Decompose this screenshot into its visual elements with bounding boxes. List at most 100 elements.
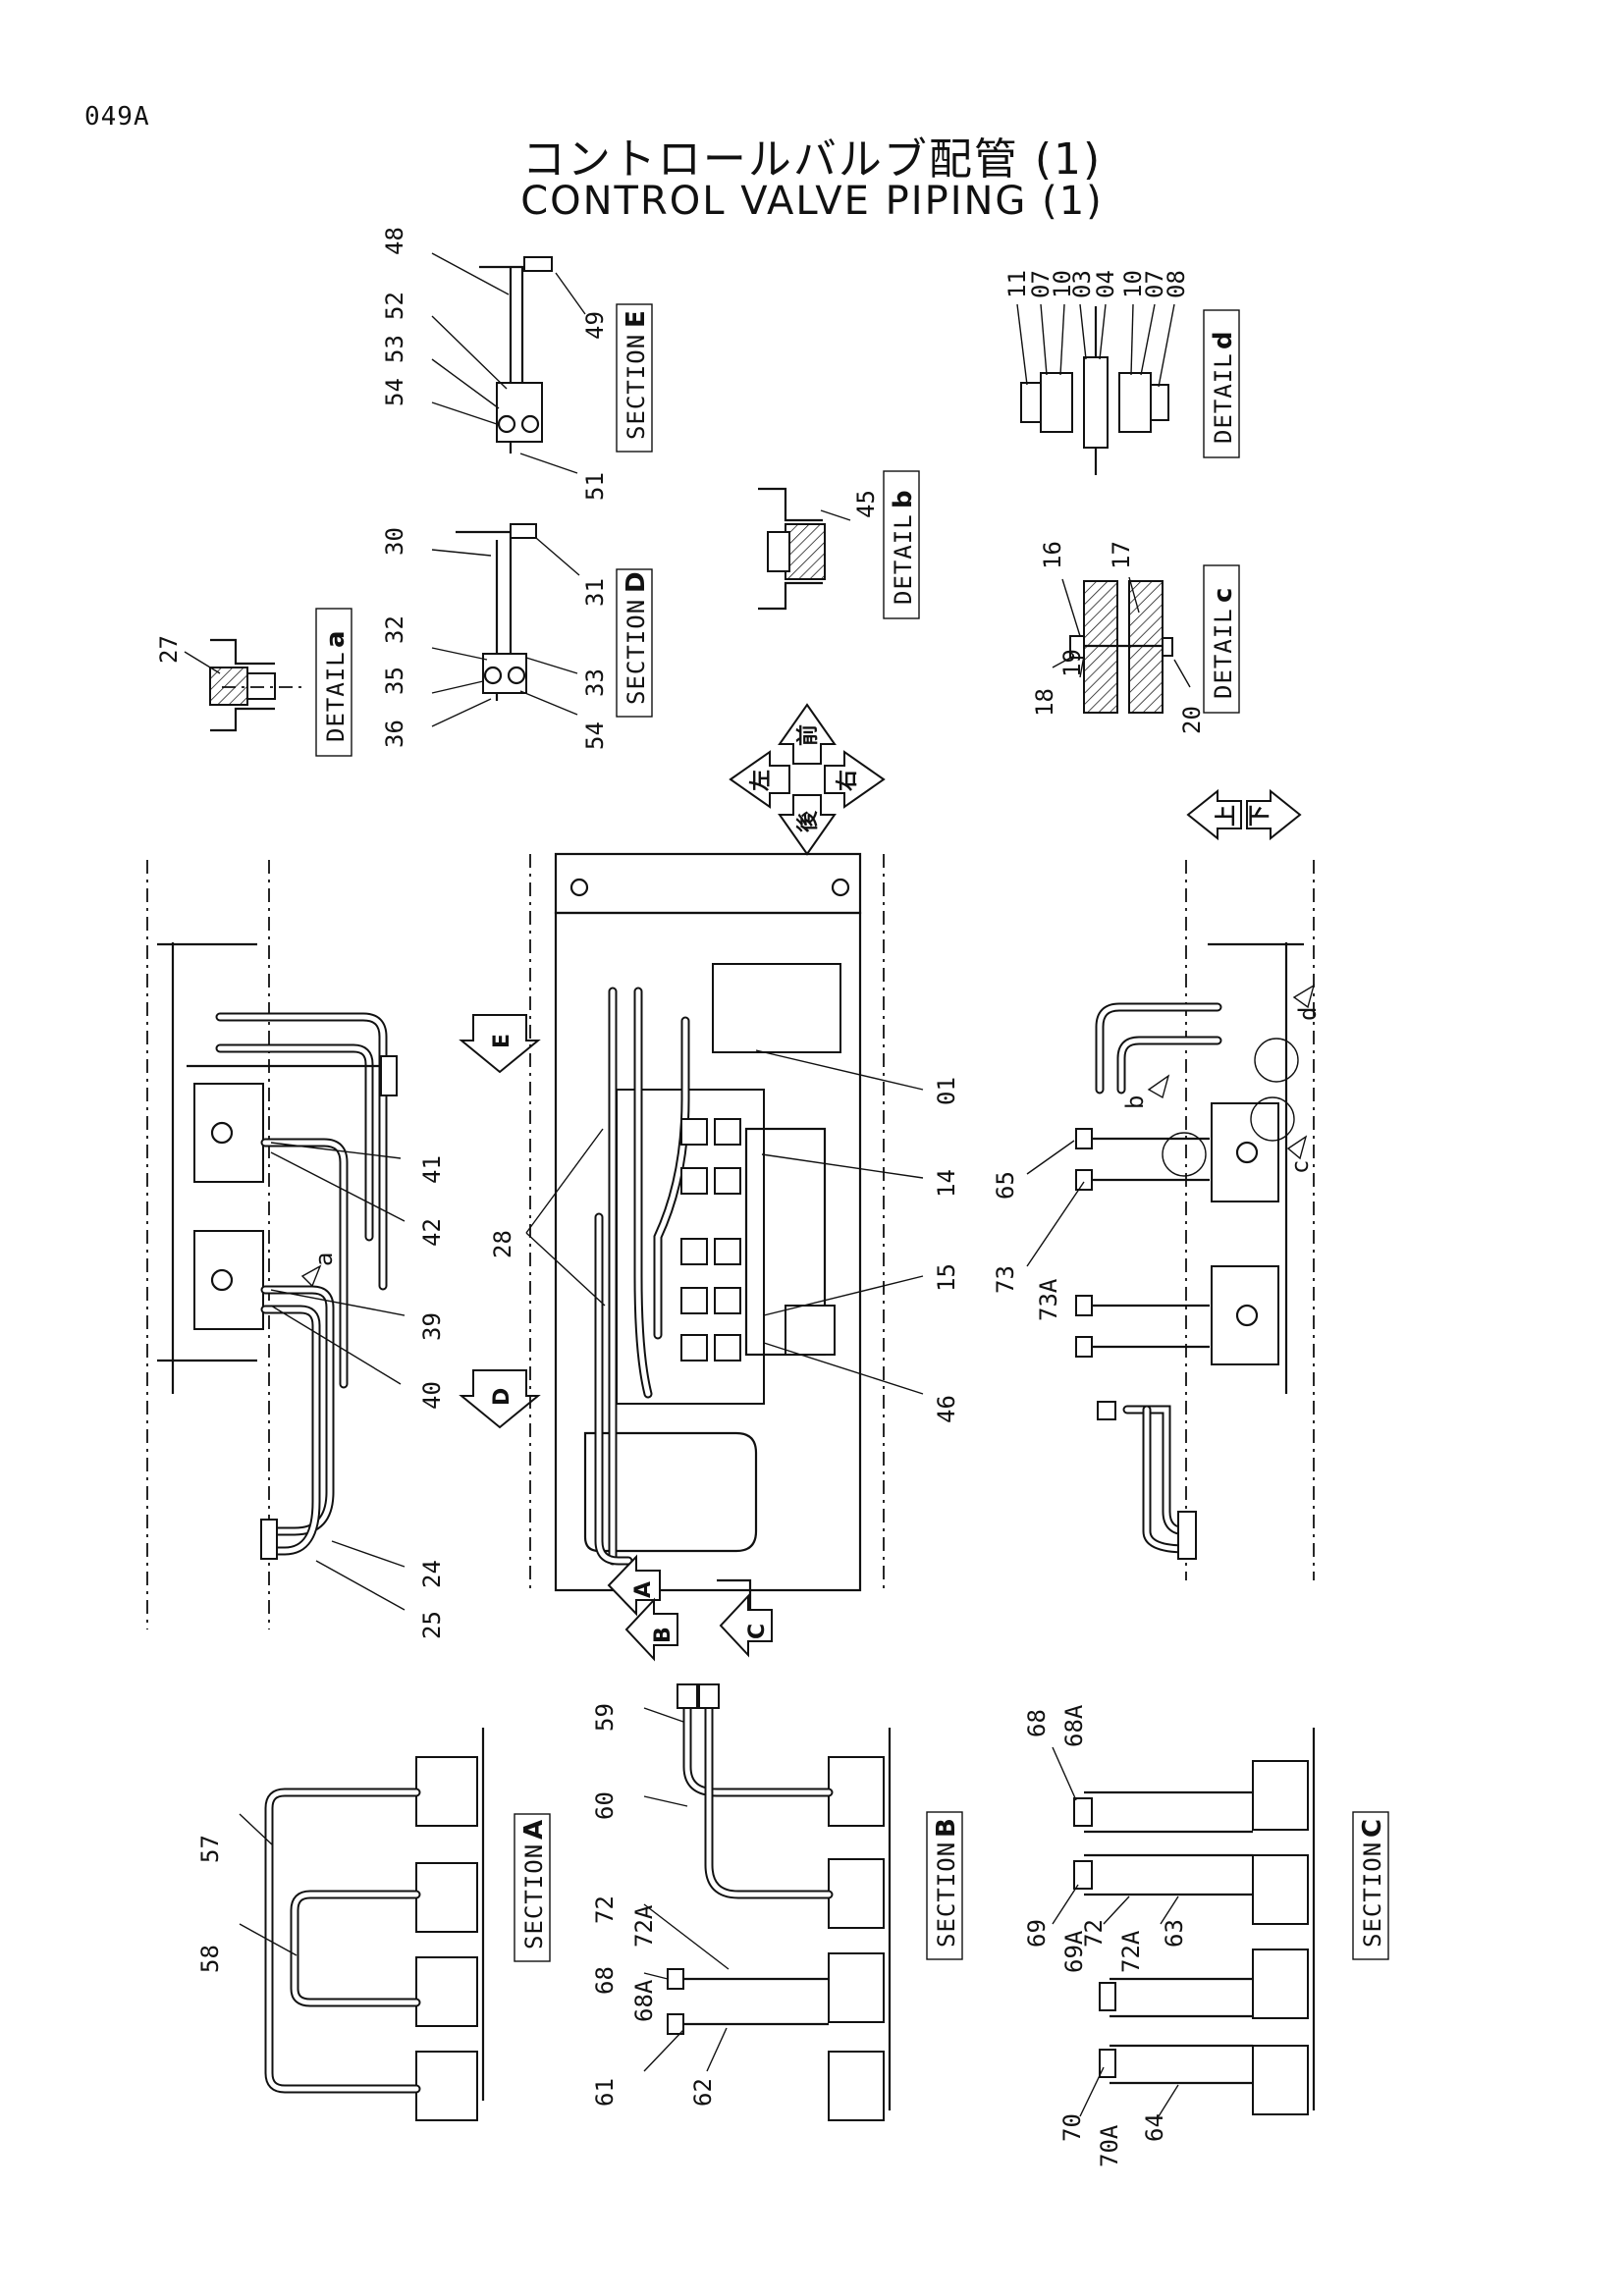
callout-46: 46: [933, 1395, 960, 1423]
callout-40: 40: [418, 1381, 446, 1410]
section-c-label: SECTION: [1359, 1842, 1386, 1948]
view-arrow-c-letter: C: [745, 1624, 770, 1639]
callout-08: 08: [1163, 270, 1190, 298]
callout-35: 35: [381, 667, 408, 695]
callout-48: 48: [381, 227, 408, 255]
view-arrow-d-letter: D: [490, 1388, 514, 1406]
detail-a-view: 27 DETAIL a: [155, 608, 352, 757]
callout-60: 60: [591, 1791, 619, 1820]
callout-62: 62: [689, 2078, 717, 2107]
direction-arrows: 前 後 左 右: [729, 703, 886, 856]
callout-15: 15: [933, 1263, 960, 1292]
section-c-letter: C: [1358, 1819, 1387, 1838]
detail-b-letter: b: [889, 490, 918, 508]
callout-41: 41: [418, 1155, 446, 1184]
view-arrow-b: B: [624, 1597, 678, 1662]
callout-36: 36: [381, 720, 408, 748]
callout-03: 03: [1068, 270, 1096, 298]
arrow-right: 右: [836, 770, 860, 791]
section-b-view: 59 60 72 72A 68 68A 61 62 SECTION B: [591, 1683, 963, 2121]
callout-10: 10: [1049, 270, 1076, 298]
valve-spools: [680, 1118, 741, 1362]
arrow-down: 下: [1248, 805, 1272, 827]
callout-69a: 69A: [1060, 1930, 1088, 1973]
callout-32: 32: [381, 615, 408, 644]
view-arrow-d: D: [459, 1369, 541, 1429]
callout-58: 58: [196, 1945, 224, 1973]
callout-30: 30: [381, 527, 408, 556]
callout-04: 04: [1092, 270, 1119, 298]
callout-16: 16: [1039, 541, 1066, 569]
callout-42: 42: [418, 1218, 446, 1247]
callout-51: 51: [581, 472, 609, 501]
callout-53: 53: [381, 335, 408, 363]
detail-d-label: DETAIL: [1210, 352, 1237, 444]
callout-28: 28: [489, 1230, 516, 1258]
right-view: b d c 65 73 73A: [992, 860, 1322, 1580]
arrow-left: 左: [748, 770, 774, 791]
callout-69: 69: [1023, 1919, 1051, 1948]
callout-33: 33: [581, 668, 609, 697]
callout-72-c: 72: [1080, 1919, 1108, 1948]
detail-d-letter: d: [1209, 331, 1238, 349]
callout-11: 11: [1003, 270, 1031, 298]
callout-72a-c: 72A: [1117, 1930, 1145, 1973]
callout-18: 18: [1031, 688, 1058, 717]
callout-54: 54: [381, 378, 408, 406]
view-arrow-b-letter: B: [651, 1627, 676, 1643]
callout-68-c: 68: [1023, 1709, 1051, 1737]
callout-a-left: a: [310, 1253, 338, 1266]
callout-10-b: 10: [1119, 270, 1147, 298]
center-view: 01 14 15 28 46: [489, 852, 960, 1592]
arrow-up: 上: [1215, 805, 1239, 827]
section-a-letter: A: [519, 1820, 549, 1840]
detail-c-label: DETAIL: [1210, 608, 1237, 699]
callout-68: 68: [591, 1966, 619, 1995]
callout-57: 57: [196, 1835, 224, 1863]
callout-d-right: d: [1294, 1007, 1322, 1021]
callout-25: 25: [418, 1611, 446, 1639]
callout-27: 27: [155, 635, 183, 664]
left-view: a 41 42 39 40 24 25: [146, 860, 446, 1639]
callout-17: 17: [1108, 541, 1135, 569]
section-a-view: 57 58 SECTION A: [196, 1728, 551, 2121]
callout-54-d: 54: [581, 721, 609, 750]
callout-b-right: b: [1121, 1095, 1149, 1109]
callout-24: 24: [418, 1560, 446, 1588]
view-arrow-a: A: [607, 1554, 661, 1617]
detail-b-view: 45 DETAIL b: [758, 470, 920, 619]
section-d-label: SECTION: [623, 599, 650, 705]
callout-07-b: 07: [1141, 270, 1168, 298]
callout-14: 14: [933, 1169, 960, 1198]
section-b-label: SECTION: [933, 1842, 960, 1948]
section-d-letter: D: [622, 571, 651, 593]
callout-65: 65: [992, 1171, 1019, 1200]
callout-72: 72: [591, 1896, 619, 1924]
callout-72a: 72A: [630, 1904, 658, 1948]
callout-52: 52: [381, 292, 408, 320]
detail-c-letter: c: [1209, 588, 1238, 603]
callout-70: 70: [1058, 2113, 1086, 2142]
section-e-label: SECTION: [623, 334, 650, 440]
callout-01: 01: [933, 1077, 960, 1105]
callout-39: 39: [418, 1312, 446, 1341]
callout-49: 49: [581, 311, 609, 340]
title-japanese: コントロールバルブ配管 (1): [521, 134, 1103, 185]
section-c-view: 68 68A 69 69A 72 72A 63 70 70A 64 SECTIO…: [1023, 1704, 1389, 2167]
callout-59: 59: [591, 1703, 619, 1732]
callout-07: 07: [1027, 270, 1055, 298]
callout-20: 20: [1178, 706, 1206, 734]
arrow-rear: 後: [795, 810, 821, 832]
callout-c-right: c: [1286, 1160, 1314, 1174]
callout-61: 61: [591, 2078, 619, 2107]
callout-68a: 68A: [630, 1979, 658, 2022]
view-arrow-e: E: [459, 1014, 541, 1074]
section-d-view: 30 31 32 33 35 54 36 SECTION D: [381, 523, 653, 750]
section-b-letter: B: [932, 1818, 961, 1838]
title-english: CONTROL VALVE PIPING (1): [520, 179, 1104, 224]
callout-73a: 73A: [1035, 1278, 1062, 1321]
view-arrow-a-letter: A: [631, 1581, 656, 1598]
callout-19: 19: [1058, 649, 1086, 677]
callout-63: 63: [1161, 1919, 1188, 1948]
